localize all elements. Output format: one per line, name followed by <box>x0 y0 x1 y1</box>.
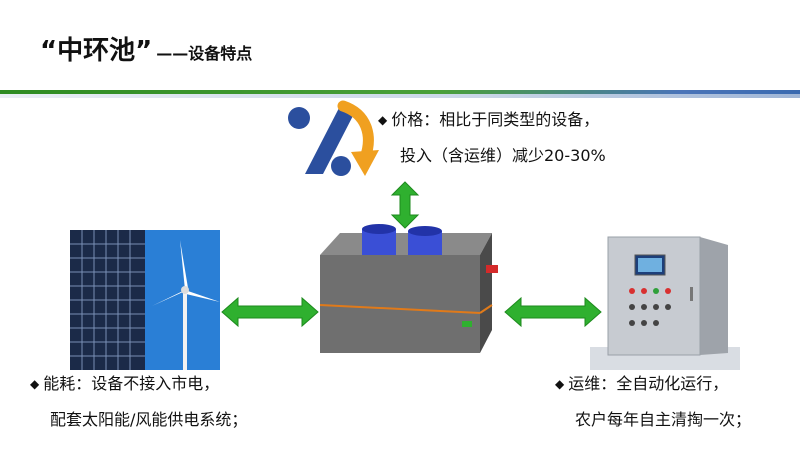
left-double-arrow-icon <box>221 296 319 328</box>
slide-title: “中环池” ——设备特点 <box>40 30 252 67</box>
percent-icon <box>288 100 379 176</box>
energy-text-1: 能耗：设备不接入市电， <box>43 374 220 393</box>
maintenance-line-2: 农户每年自主清掏一次； <box>575 410 751 430</box>
tank-device-picture <box>319 224 498 353</box>
bullet-icon: ◆ <box>555 377 565 391</box>
right-double-arrow-icon <box>504 296 602 328</box>
maintenance-text-1: 运维：全自动化运行， <box>568 374 729 393</box>
energy-line-2: 配套太阳能/风能供电系统； <box>50 410 247 430</box>
maintenance-text-2: 农户每年自主清掏一次； <box>575 410 752 429</box>
price-text-1: 价格：相比于同类型的设备， <box>391 110 600 129</box>
price-line-1: ◆价格：相比于同类型的设备， <box>378 110 599 130</box>
price-line-2: 投入（含运维）减少20-30% <box>400 146 606 166</box>
energy-line-1: ◆能耗：设备不接入市电， <box>30 374 219 394</box>
energy-text-2: 配套太阳能/风能供电系统； <box>50 410 248 429</box>
control-cabinet-picture <box>590 236 740 370</box>
title-main: “中环池” <box>40 36 153 66</box>
vertical-double-arrow-icon <box>390 181 420 229</box>
maintenance-line-1: ◆运维：全自动化运行， <box>555 374 728 394</box>
title-sub: ——设备特点 <box>156 44 253 63</box>
header-divider-band <box>0 90 800 100</box>
price-text-2: 投入（含运维）减少20-30% <box>400 146 606 165</box>
solar-wind-picture <box>70 230 220 370</box>
bullet-icon: ◆ <box>30 377 40 391</box>
bullet-icon: ◆ <box>378 113 388 127</box>
